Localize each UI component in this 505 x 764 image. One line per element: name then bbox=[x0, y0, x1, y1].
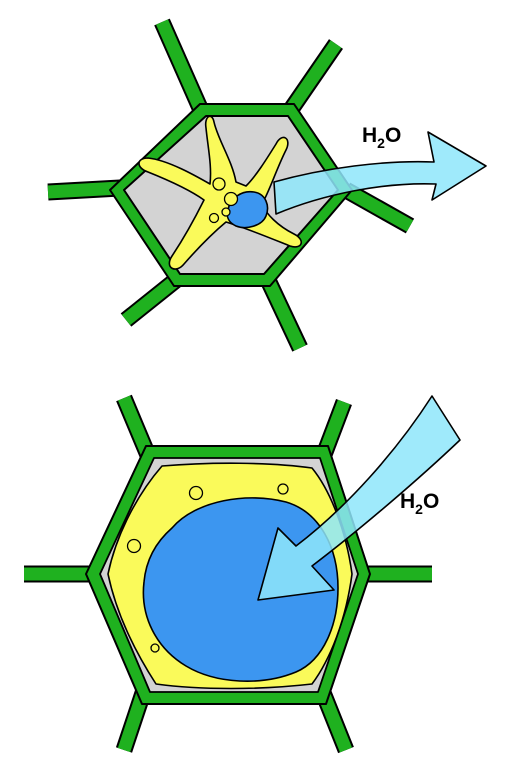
top-water-label-main: H bbox=[362, 124, 377, 147]
top-water-arrow bbox=[273, 131, 487, 215]
bottom-water-label: H2O bbox=[400, 490, 439, 517]
bottom-water-arrow bbox=[257, 395, 461, 601]
bottom-cell-granule bbox=[150, 643, 160, 653]
top-cell-cytoplasm bbox=[138, 115, 302, 270]
top-cell-granule bbox=[223, 191, 239, 207]
top-cell-granule bbox=[212, 177, 226, 191]
top-cell-wall-branches-fill bbox=[47, 19, 414, 351]
top-cell: H2O bbox=[47, 18, 487, 352]
top-cell-granule bbox=[221, 207, 231, 217]
top-cell-granule bbox=[208, 212, 220, 224]
bottom-water-label-main: H bbox=[400, 490, 415, 513]
top-water-label-sub: 2 bbox=[377, 135, 385, 151]
top-water-label: H2O bbox=[362, 124, 401, 151]
bottom-cell-granule bbox=[126, 538, 142, 554]
bottom-cell: H2O bbox=[24, 394, 461, 754]
bottom-cell-granule bbox=[188, 485, 204, 501]
bottom-water-label-tail: O bbox=[423, 490, 439, 513]
bottom-water-label-sub: 2 bbox=[415, 501, 423, 517]
bottom-cell-granule bbox=[277, 483, 289, 495]
top-water-label-tail: O bbox=[385, 124, 401, 147]
